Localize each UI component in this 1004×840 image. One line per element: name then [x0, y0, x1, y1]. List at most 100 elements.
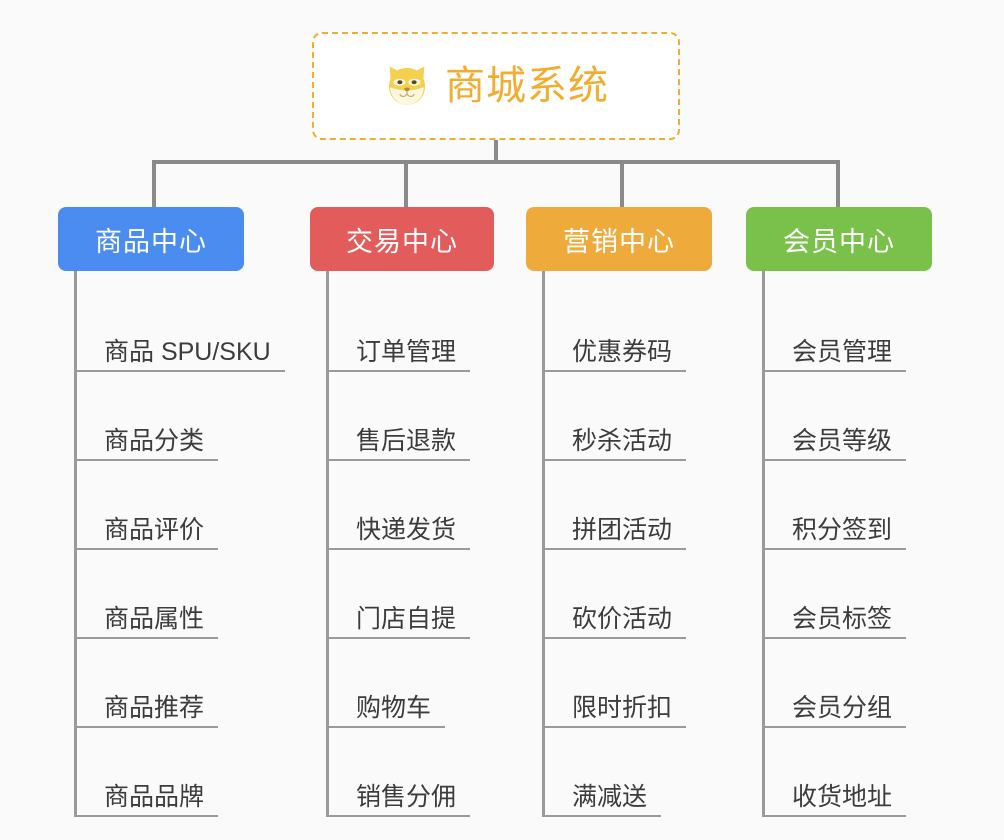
leaf-label: 限时折扣 — [572, 693, 673, 722]
leaf-label: 商品 SPU/SKU — [104, 337, 271, 366]
leaf-item[interactable]: 会员管理 — [762, 283, 932, 372]
leaf-item[interactable]: 购物车 — [326, 639, 494, 728]
leaf-label: 会员分组 — [792, 693, 893, 722]
leaf-underline — [326, 726, 445, 728]
leaf-item[interactable]: 会员分组 — [762, 639, 932, 728]
leaf-item[interactable]: 商品分类 — [74, 372, 244, 461]
branch-header-label-1: 商品中心 — [95, 226, 207, 257]
leaf-underline — [542, 370, 686, 372]
leaf-label: 购物车 — [356, 693, 432, 722]
leaf-label: 砍价活动 — [572, 604, 673, 633]
connector-drop-branch-1 — [152, 160, 156, 207]
leaf-underline — [542, 726, 686, 728]
leaf-label: 优惠券码 — [572, 337, 673, 366]
branch-column-1: 商品中心 商品 SPU/SKU 商品分类 商品评价 商品属性 商品推荐 — [58, 207, 285, 817]
leaf-item[interactable]: 订单管理 — [326, 283, 494, 372]
leaf-spine-2 — [326, 271, 329, 815]
leaf-label: 商品品牌 — [104, 782, 205, 811]
leaf-underline — [326, 815, 470, 817]
connector-drop-branch-3 — [620, 160, 624, 207]
leaf-underline — [74, 459, 218, 461]
branch-header-label-4: 会员中心 — [783, 226, 895, 257]
leaf-underline — [326, 370, 470, 372]
leaf-underline — [542, 548, 686, 550]
branch-column-2: 交易中心 订单管理 售后退款 快递发货 门店自提 购物车 — [310, 207, 494, 817]
leaf-item[interactable]: 商品评价 — [74, 461, 244, 550]
leaf-label: 满减送 — [572, 782, 648, 811]
branch-header-label-3: 营销中心 — [563, 226, 675, 257]
leaf-item[interactable]: 会员标签 — [762, 550, 932, 639]
connector-drop-branch-2 — [404, 160, 408, 207]
leaf-underline — [762, 815, 906, 817]
shiba-dog-face-icon — [389, 66, 425, 105]
leaf-item[interactable]: 商品推荐 — [74, 639, 244, 728]
leaf-item[interactable]: 优惠券码 — [542, 283, 712, 372]
leaf-underline — [326, 637, 470, 639]
leaf-item[interactable]: 商品属性 — [74, 550, 244, 639]
leaf-spine-4 — [762, 271, 765, 815]
leaf-underline — [542, 815, 661, 817]
leaf-label: 收货地址 — [792, 782, 893, 811]
leaf-underline — [762, 726, 906, 728]
leaf-list-2: 订单管理 售后退款 快递发货 门店自提 购物车 销售分佣 — [310, 271, 494, 817]
leaf-label: 会员管理 — [792, 337, 893, 366]
root-node[interactable]: 商城系统 — [312, 32, 680, 140]
leaf-label: 销售分佣 — [356, 782, 457, 811]
leaf-item[interactable]: 门店自提 — [326, 550, 494, 639]
leaf-spine-1 — [74, 271, 77, 815]
leaf-label: 会员等级 — [792, 426, 893, 455]
leaf-underline — [762, 459, 906, 461]
leaf-underline — [74, 815, 218, 817]
leaf-item[interactable]: 商品 SPU/SKU — [74, 283, 285, 372]
leaf-underline — [542, 637, 686, 639]
leaf-item[interactable]: 拼团活动 — [542, 461, 712, 550]
leaf-underline — [762, 370, 906, 372]
leaf-item[interactable]: 积分签到 — [762, 461, 932, 550]
connector-root-stem — [494, 140, 498, 162]
leaf-item[interactable]: 会员等级 — [762, 372, 932, 461]
leaf-item[interactable]: 收货地址 — [762, 728, 932, 817]
branch-header-2[interactable]: 交易中心 — [310, 207, 494, 271]
leaf-item[interactable]: 秒杀活动 — [542, 372, 712, 461]
leaf-underline — [542, 459, 686, 461]
connector-drop-branch-4 — [836, 160, 840, 207]
leaf-label: 订单管理 — [356, 337, 457, 366]
branch-header-3[interactable]: 营销中心 — [526, 207, 712, 271]
leaf-label: 拼团活动 — [572, 515, 673, 544]
branch-header-4[interactable]: 会员中心 — [746, 207, 932, 271]
leaf-label: 商品分类 — [104, 426, 205, 455]
branch-header-1[interactable]: 商品中心 — [58, 207, 244, 271]
leaf-item[interactable]: 满减送 — [542, 728, 712, 817]
leaf-label: 秒杀活动 — [572, 426, 673, 455]
branch-column-4: 会员中心 会员管理 会员等级 积分签到 会员标签 会员分组 — [746, 207, 932, 817]
leaf-item[interactable]: 商品品牌 — [74, 728, 244, 817]
leaf-item[interactable]: 销售分佣 — [326, 728, 494, 817]
connector-horizontal-bus — [152, 160, 840, 164]
leaf-list-4: 会员管理 会员等级 积分签到 会员标签 会员分组 收货地址 — [746, 271, 932, 817]
leaf-item[interactable]: 砍价活动 — [542, 550, 712, 639]
leaf-item[interactable]: 售后退款 — [326, 372, 494, 461]
leaf-label: 门店自提 — [356, 604, 457, 633]
leaf-underline — [74, 370, 285, 372]
leaf-list-1: 商品 SPU/SKU 商品分类 商品评价 商品属性 商品推荐 商品品牌 — [58, 271, 285, 817]
root-title: 商城系统 — [445, 64, 609, 108]
leaf-item[interactable]: 限时折扣 — [542, 639, 712, 728]
leaf-label: 商品推荐 — [104, 693, 205, 722]
leaf-underline — [326, 459, 470, 461]
leaf-label: 商品评价 — [104, 515, 205, 544]
leaf-item[interactable]: 快递发货 — [326, 461, 494, 550]
leaf-spine-3 — [542, 271, 545, 815]
leaf-label: 商品属性 — [104, 604, 205, 633]
leaf-underline — [74, 726, 218, 728]
leaf-underline — [326, 548, 470, 550]
leaf-label: 积分签到 — [792, 515, 893, 544]
leaf-underline — [74, 548, 218, 550]
leaf-list-3: 优惠券码 秒杀活动 拼团活动 砍价活动 限时折扣 满减送 — [526, 271, 712, 817]
leaf-label: 会员标签 — [792, 604, 893, 633]
leaf-label: 售后退款 — [356, 426, 457, 455]
leaf-label: 快递发货 — [356, 515, 457, 544]
branch-column-3: 营销中心 优惠券码 秒杀活动 拼团活动 砍价活动 限时折扣 — [526, 207, 712, 817]
leaf-underline — [762, 548, 906, 550]
branch-header-label-2: 交易中心 — [346, 226, 458, 257]
